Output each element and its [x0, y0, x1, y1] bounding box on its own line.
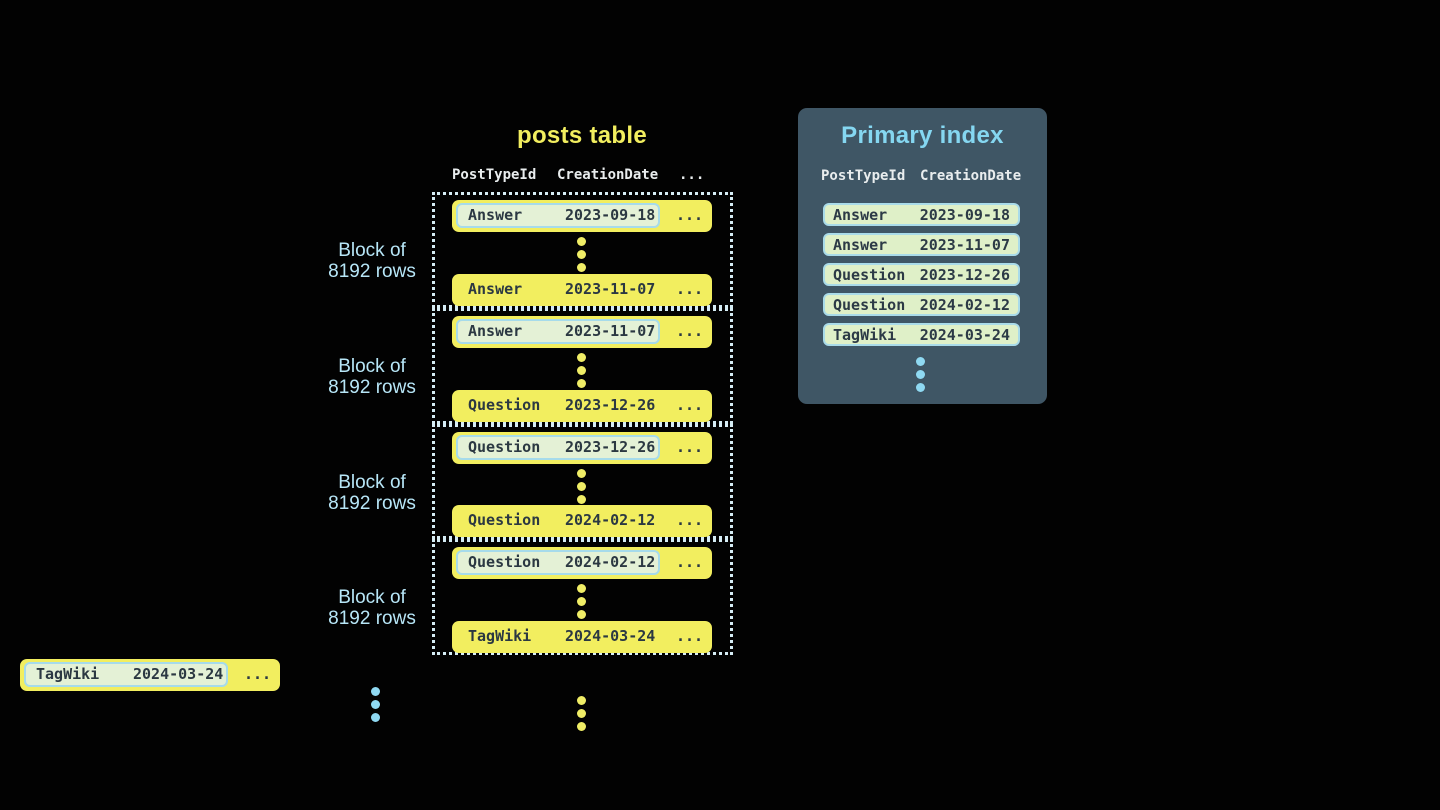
- cell-creation-date: 2024-02-12: [565, 553, 656, 571]
- cell-more-columns: ...: [676, 627, 704, 645]
- cell-more-columns: ...: [244, 665, 272, 683]
- cell-more-columns: ...: [676, 280, 704, 298]
- cell-creation-date: 2023-11-07: [565, 280, 656, 298]
- cell-post-type: Question: [468, 553, 541, 571]
- vertical-ellipsis-icon: [577, 696, 586, 731]
- index-row: TagWiki 2024-03-24: [823, 323, 1020, 346]
- table-row: Question 2024-02-12 ...: [452, 505, 712, 537]
- cell-more-columns: ...: [676, 396, 704, 414]
- vertical-ellipsis-icon: [577, 237, 586, 272]
- cell-post-type: Answer: [468, 322, 523, 340]
- cell-creation-date: 2023-12-26: [565, 438, 656, 456]
- primary-index-title: Primary index: [841, 122, 1004, 149]
- primary-index-panel: Primary index PostTypeId CreationDate An…: [798, 108, 1047, 404]
- cell-creation-date: 2023-12-26: [565, 396, 656, 414]
- index-row: Question 2024-02-12: [823, 293, 1020, 316]
- cell-creation-date: 2023-11-07: [919, 235, 1010, 254]
- vertical-ellipsis-icon: [916, 357, 925, 392]
- cell-post-type: Question: [468, 511, 541, 529]
- cell-post-type: Question: [468, 396, 541, 414]
- cell-more-columns: ...: [676, 511, 704, 529]
- cell-creation-date: 2023-11-07: [565, 322, 656, 340]
- cell-post-type: TagWiki: [468, 627, 532, 645]
- table-row: Answer 2023-11-07 ...: [452, 316, 712, 348]
- column-header-creationdate: CreationDate: [920, 168, 1022, 184]
- cell-post-type: TagWiki: [833, 325, 897, 344]
- index-row: Answer 2023-11-07: [823, 233, 1020, 256]
- vertical-ellipsis-icon: [577, 469, 586, 504]
- column-header-creationdate: CreationDate: [557, 167, 659, 183]
- cell-post-type: Question: [833, 265, 906, 284]
- cell-post-type: Answer: [468, 206, 523, 224]
- vertical-ellipsis-icon: [371, 687, 380, 722]
- cell-creation-date: 2024-02-12: [565, 511, 656, 529]
- cell-more-columns: ...: [676, 322, 704, 340]
- table-row: Answer 2023-09-18 ...: [452, 200, 712, 232]
- table-row: Question 2024-02-12 ...: [452, 547, 712, 579]
- block-size-label: Block of 8192 rows: [328, 587, 416, 629]
- cell-post-type: Answer: [833, 235, 888, 254]
- cell-creation-date: 2024-03-24: [919, 325, 1010, 344]
- block-4: Question 2024-02-12 ... TagWiki 2024-03-…: [432, 539, 733, 655]
- column-header-posttypeid: PostTypeId: [821, 168, 906, 184]
- posts-table-title: posts table: [517, 122, 647, 149]
- cell-creation-date: 2023-09-18: [565, 206, 656, 224]
- cell-post-type: TagWiki: [36, 665, 100, 683]
- cell-post-type: Question: [468, 438, 541, 456]
- index-row: Question 2023-12-26: [823, 263, 1020, 286]
- cell-more-columns: ...: [676, 438, 704, 456]
- table-row: TagWiki 2024-03-24 ...: [452, 621, 712, 653]
- vertical-ellipsis-icon: [577, 584, 586, 619]
- block-1: Answer 2023-09-18 ... Answer 2023-11-07 …: [432, 192, 733, 308]
- index-entry-highlight: [456, 550, 660, 575]
- cell-post-type: Question: [833, 295, 906, 314]
- table-row: Question 2023-12-26 ...: [452, 432, 712, 464]
- cell-creation-date: 2024-03-24: [133, 665, 224, 683]
- index-entry-highlight: [456, 435, 660, 460]
- cell-creation-date: 2023-12-26: [919, 265, 1010, 284]
- posts-table-column-headers: PostTypeId CreationDate ...: [432, 167, 732, 185]
- block-size-label: Block of 8192 rows: [328, 472, 416, 514]
- cell-more-columns: ...: [676, 206, 704, 224]
- vertical-ellipsis-icon: [577, 353, 586, 388]
- block-2: Answer 2023-11-07 ... Question 2023-12-2…: [432, 308, 733, 424]
- cell-creation-date: 2024-02-12: [919, 295, 1010, 314]
- cell-post-type: Answer: [468, 280, 523, 298]
- index-entry-highlight: [456, 319, 660, 344]
- cell-creation-date: 2024-03-24: [565, 627, 656, 645]
- table-row: Answer 2023-11-07 ...: [452, 274, 712, 306]
- block-size-label: Block of 8192 rows: [328, 356, 416, 398]
- table-row: Question 2023-12-26 ...: [452, 390, 712, 422]
- index-entry-highlight: [456, 203, 660, 228]
- block-size-label: Block of 8192 rows: [328, 240, 416, 282]
- block-3: Question 2023-12-26 ... Question 2024-02…: [432, 424, 733, 539]
- cell-creation-date: 2023-09-18: [919, 205, 1010, 224]
- primary-index-column-headers: PostTypeId CreationDate: [798, 168, 1047, 186]
- column-header-more: ...: [679, 167, 705, 183]
- index-entry-highlight: [24, 662, 228, 687]
- table-row-next-block: TagWiki 2024-03-24 ...: [20, 659, 280, 691]
- index-row: Answer 2023-09-18: [823, 203, 1020, 226]
- cell-post-type: Answer: [833, 205, 888, 224]
- column-header-posttypeid: PostTypeId: [452, 167, 537, 183]
- cell-more-columns: ...: [676, 553, 704, 571]
